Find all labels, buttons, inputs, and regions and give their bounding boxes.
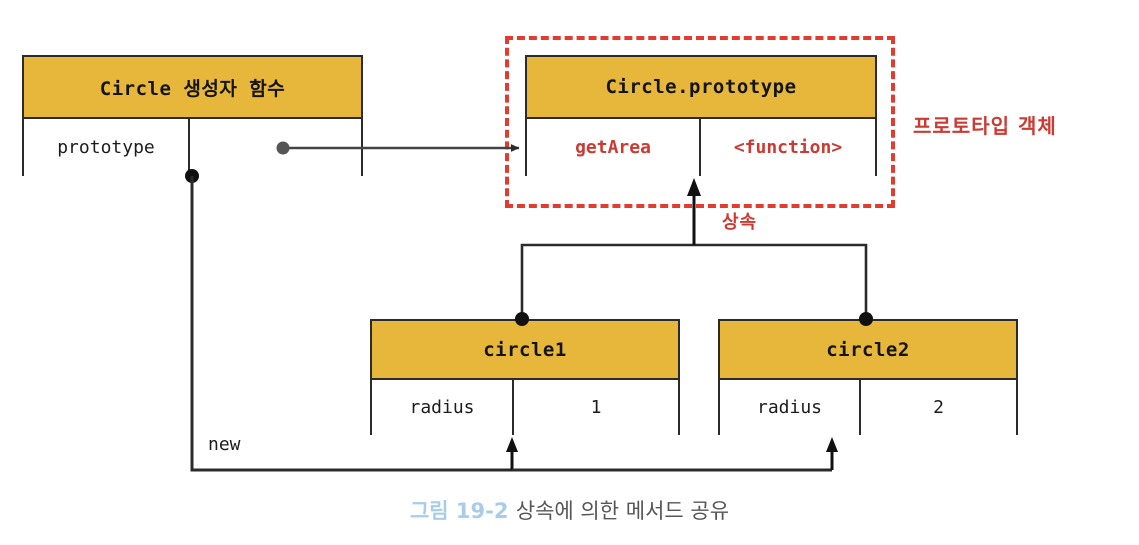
- constructor-prototype-row: prototype: [24, 119, 361, 176]
- prototype-getarea-value: <function>: [733, 137, 843, 158]
- constructor-prototype-value: [190, 119, 361, 176]
- figure-caption: 그림 19-2 상속에 의한 메서드 공유: [0, 495, 1139, 525]
- figure-number: 그림 19-2: [409, 499, 509, 523]
- prototype-getarea-key: getArea: [527, 119, 701, 176]
- prototype-object-region: [505, 36, 895, 208]
- instance-circle1-radius-row: radius 1: [372, 380, 678, 435]
- prototype-object-header: Circle.prototype: [527, 57, 875, 119]
- new-operator-label: new: [208, 434, 241, 455]
- inheritance-label: 상속: [722, 212, 758, 233]
- constructor-prototype-key: prototype: [24, 119, 190, 176]
- instance-circle1-header: circle1: [372, 321, 678, 380]
- instance-circle1-box: circle1 radius 1: [370, 319, 680, 435]
- instance-circle2-radius-key: radius: [720, 380, 861, 435]
- prototype-getarea-row: getArea <function>: [527, 119, 875, 176]
- instance-circle2-radius-value: 2: [933, 397, 944, 418]
- figure-caption-text: 상속에 의한 메서드 공유: [515, 499, 730, 523]
- instance-circle1-radius-value: 1: [590, 397, 602, 418]
- instance-circle1-radius-key: radius: [372, 380, 514, 435]
- constructor-function-box: Circle 생성자 함수 prototype: [22, 55, 363, 176]
- instance-circle2-box: circle2 radius 2: [718, 319, 1018, 435]
- prototype-object-label: 프로토타입 객체: [913, 114, 1057, 138]
- constructor-function-header: Circle 생성자 함수: [24, 57, 361, 119]
- prototype-object-box: Circle.prototype getArea <function>: [525, 55, 877, 176]
- instance-circle2-radius-row: radius 2: [720, 380, 1016, 435]
- instance-circle2-header: circle2: [720, 321, 1016, 380]
